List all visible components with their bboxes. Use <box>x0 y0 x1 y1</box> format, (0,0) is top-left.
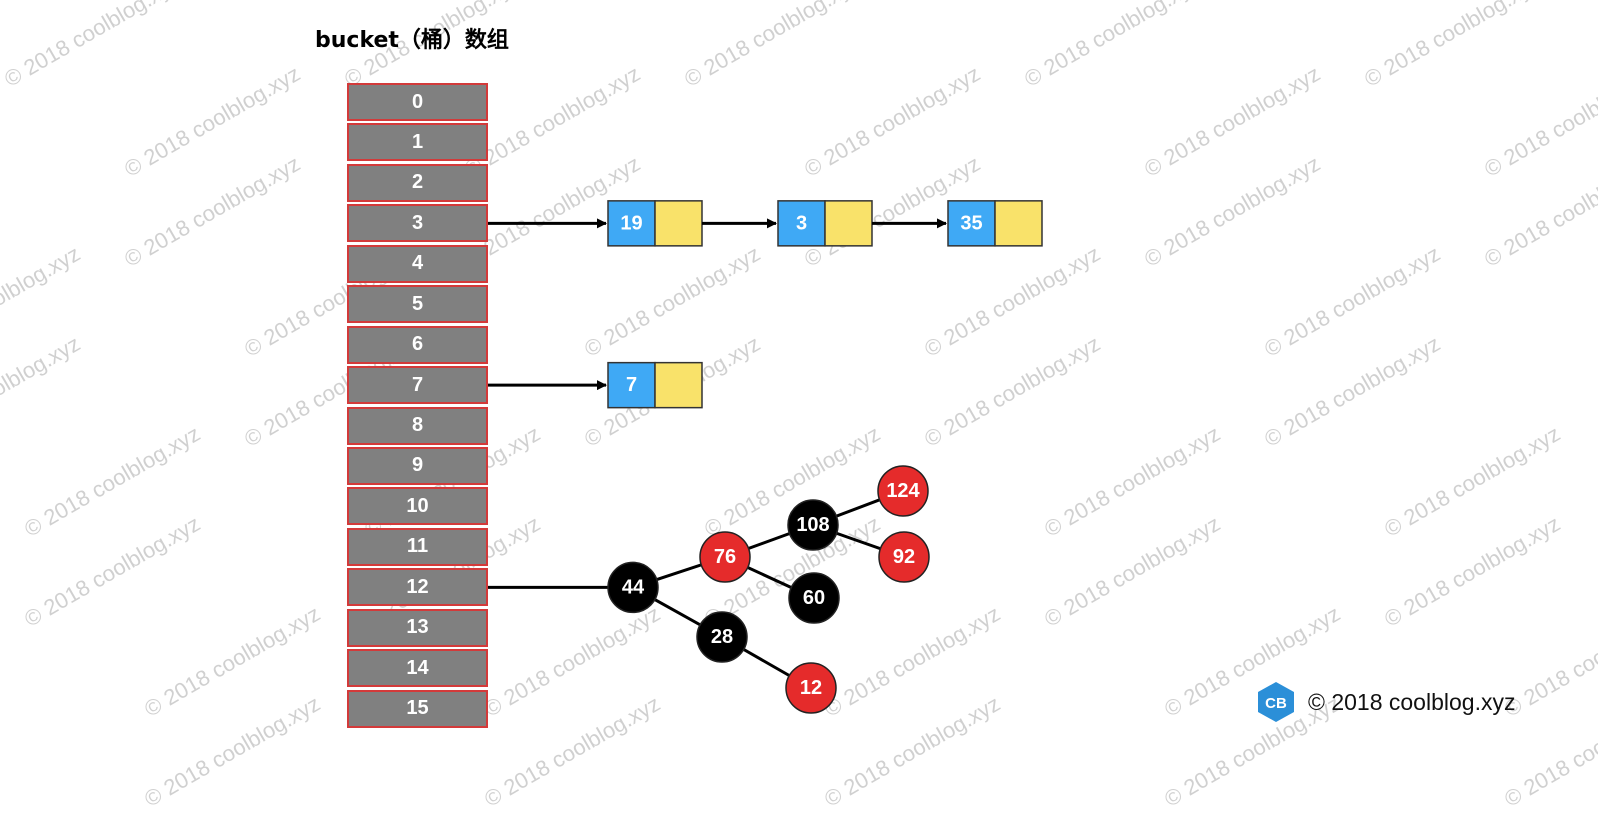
bucket-cell-8: 8 <box>347 406 488 445</box>
tree-node-label: 124 <box>886 480 920 502</box>
tree-node-black <box>788 572 840 624</box>
diagram-title: bucket（桶）数组 <box>315 28 509 53</box>
logo-text: CB <box>1265 695 1287 712</box>
tree-node-red <box>785 662 837 714</box>
bucket-cell-2: 2 <box>347 163 488 202</box>
bucket-cell-14: 14 <box>347 649 488 688</box>
bucket-cell-13: 13 <box>347 608 488 647</box>
bucket-cell-6: 6 <box>347 325 488 364</box>
bucket-cell-15: 15 <box>347 689 488 728</box>
bucket-cell-7: 7 <box>347 366 488 405</box>
cb-logo-icon: CB <box>1258 682 1294 722</box>
brand: CB © 2018 coolblog.xyz <box>1254 680 1515 724</box>
bucket-cell-5: 5 <box>347 285 488 324</box>
bucket-cell-10: 10 <box>347 487 488 526</box>
tree-node-red <box>877 465 929 517</box>
tree-node-black <box>607 561 659 614</box>
list-node-next <box>654 200 703 247</box>
structure-svg: 19 3 35 7 44 76 28 108 60 12 124 92 <box>488 200 1043 714</box>
tree-node-red <box>699 531 751 583</box>
list-node-key <box>947 200 996 247</box>
list-node-label: 7 <box>626 374 637 396</box>
list-node-key <box>607 361 656 409</box>
list-node-next <box>994 200 1043 247</box>
tree-node-red <box>878 531 930 583</box>
tree-node-label: 60 <box>803 587 825 609</box>
list-node-next <box>824 200 873 247</box>
tree-node-label: 92 <box>893 546 915 568</box>
bucket-cell-1: 1 <box>347 123 488 162</box>
bucket-cell-12: 12 <box>347 568 488 607</box>
tree-node-label: 108 <box>796 514 829 536</box>
list-node-next <box>654 361 703 409</box>
list-node-label: 35 <box>960 212 982 234</box>
brand-text: © 2018 coolblog.xyz <box>1308 688 1516 715</box>
tree-node-label: 12 <box>800 677 822 699</box>
bucket-cell-3: 3 <box>347 204 488 243</box>
tree-node-label: 44 <box>622 576 645 598</box>
list-node-label: 3 <box>796 212 807 234</box>
bucket-cell-4: 4 <box>347 244 488 283</box>
bucket-cell-11: 11 <box>347 527 488 566</box>
bucket-cell-9: 9 <box>347 446 488 485</box>
tree-node-black <box>787 499 839 551</box>
tree-node-label: 76 <box>714 546 736 568</box>
bucket-cell-0: 0 <box>347 83 488 121</box>
list-node-label: 19 <box>620 212 642 234</box>
tree-node-label: 28 <box>711 626 733 648</box>
tree-node-black <box>696 611 748 663</box>
list-node-key <box>607 200 656 247</box>
